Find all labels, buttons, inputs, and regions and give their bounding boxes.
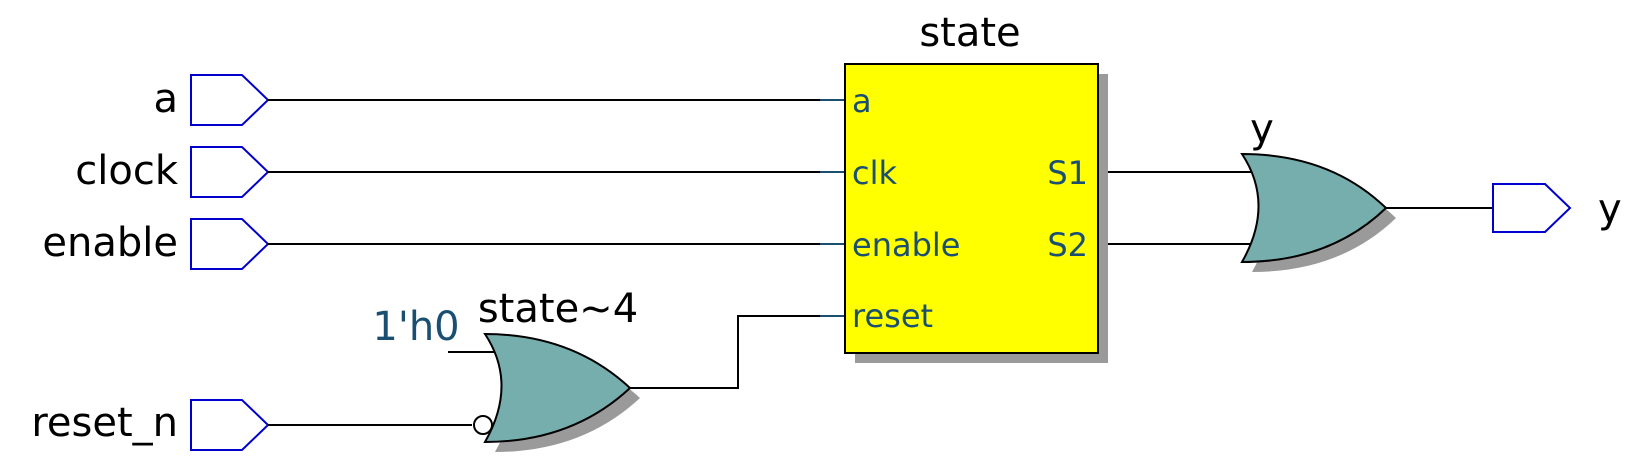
or-gate-y-name: y [1250,106,1274,152]
state-pin-enable: enable [852,226,960,264]
state-pin-s1: S1 [1047,154,1088,192]
input-port-enable-icon[interactable] [190,218,270,270]
input-label-clock: clock [75,148,179,194]
or-gate-y-icon[interactable] [1240,152,1388,264]
output-label-y: y [1598,186,1622,232]
or-gate-reset-icon[interactable] [483,332,632,444]
constant-label: 1'h0 [372,304,459,350]
wire-reset [630,315,820,389]
input-port-reset-n-icon[interactable] [190,399,270,451]
inverter-bubble-icon [473,415,493,435]
output-port-y-icon[interactable] [1492,183,1572,233]
input-port-a-icon[interactable] [190,74,270,126]
input-label-a: a [153,76,178,122]
state-block-title: state [919,10,1020,56]
input-label-reset-n: reset_n [31,400,178,446]
state-pin-clk: clk [852,154,897,192]
input-label-enable: enable [42,220,178,266]
state-pin-a: a [852,82,872,120]
state-pin-s2: S2 [1047,226,1088,264]
or-gate-reset-name: state~4 [478,286,638,332]
input-port-clock-icon[interactable] [190,146,270,198]
state-pin-reset: reset [852,297,933,335]
state-block[interactable] [844,63,1099,354]
